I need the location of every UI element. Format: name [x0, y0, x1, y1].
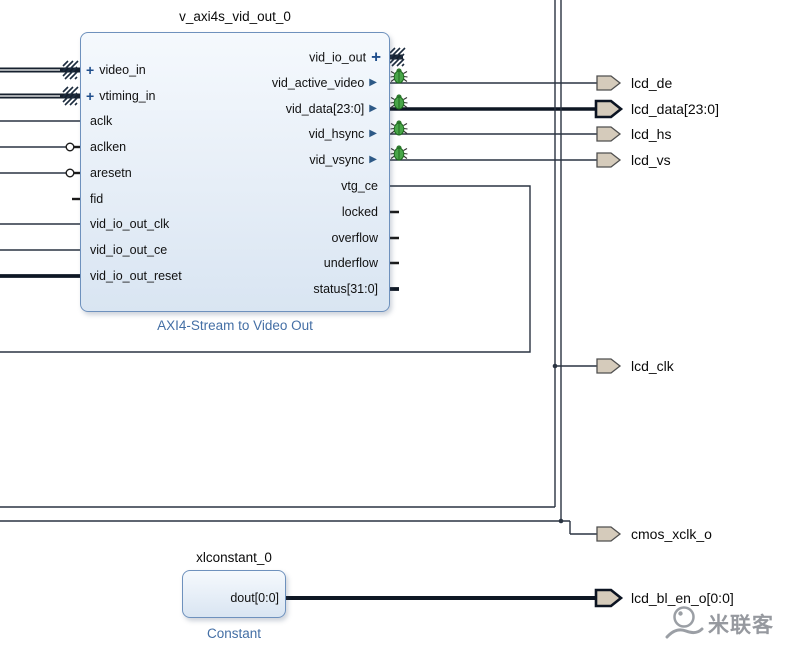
pin-vtiming-in[interactable]: + vtiming_in — [86, 89, 155, 103]
pin-dout[interactable]: dout[0:0] — [230, 591, 279, 605]
output-arrow-icon: ▶ — [369, 77, 377, 88]
output-arrow-icon: ▶ — [369, 128, 377, 139]
pin-vid-hsync[interactable]: vid_hsync ▶ — [309, 127, 377, 141]
ip-block-xlconstant[interactable] — [182, 570, 286, 618]
expand-plus-icon[interactable]: + — [86, 88, 95, 104]
constant-block-type-label: Constant — [206, 626, 262, 641]
net-junction-dot — [558, 518, 564, 524]
pin-vid-data[interactable]: vid_data[23:0] ▶ — [286, 102, 377, 116]
main-block-instance-name[interactable]: v_axi4s_vid_out_0 — [179, 9, 291, 24]
pin-overflow[interactable]: overflow — [331, 231, 378, 245]
pin-label-vid-io-out-reset: vid_io_out_reset — [90, 269, 182, 283]
expand-plus-icon[interactable]: + — [86, 62, 95, 78]
external-port-lcd-bl-en-o[interactable] — [594, 588, 624, 608]
debug-bug-icon — [389, 67, 409, 84]
pin-vid-active-video[interactable]: vid_active_video ▶ — [272, 76, 377, 90]
pin-label-underflow: underflow — [323, 256, 378, 270]
pin-label-status: status[31:0] — [313, 282, 378, 296]
pin-aclk[interactable]: aclk — [90, 114, 112, 128]
external-port-lcd-vs[interactable] — [596, 152, 622, 168]
ip-block-v-axi4s-vid-out[interactable] — [80, 32, 390, 312]
external-port-lcd-de[interactable] — [596, 75, 622, 91]
constant-block-instance-name[interactable]: xlconstant_0 — [196, 550, 272, 565]
external-port-label-lcd-vs[interactable]: lcd_vs — [631, 152, 671, 168]
pin-label-vid-active-video: vid_active_video — [271, 76, 365, 90]
net-cmos-xclk[interactable] — [0, 0, 597, 535]
external-port-label-lcd-de[interactable]: lcd_de — [631, 75, 673, 91]
pin-vtg-ce[interactable]: vtg_ce — [341, 179, 378, 193]
pin-label-aclk: aclk — [90, 114, 113, 128]
net-junction-dot — [552, 363, 558, 369]
external-port-label-cmos-xclk-o[interactable]: cmos_xclk_o — [631, 526, 712, 542]
pin-fid[interactable]: fid — [90, 192, 103, 206]
pin-aresetn[interactable]: aresetn — [90, 166, 132, 180]
net-lcd-clk[interactable] — [0, 0, 597, 508]
pin-locked[interactable]: locked — [342, 205, 378, 219]
expand-plus-icon[interactable]: + — [371, 47, 381, 67]
pin-label-overflow: overflow — [331, 231, 378, 245]
pin-circle-aclken — [65, 142, 75, 152]
pin-label-vid-data: vid_data[23:0] — [285, 102, 365, 116]
external-port-label-lcd-data[interactable]: lcd_data[23:0] — [631, 101, 719, 117]
pin-circle-aresetn — [65, 168, 75, 178]
net-vtg-ce[interactable] — [0, 185, 531, 353]
pin-vid-io-out-reset[interactable]: vid_io_out_reset — [90, 269, 182, 283]
pin-label-dout: dout[0:0] — [230, 591, 279, 605]
pin-aclken[interactable]: aclken — [90, 140, 126, 154]
watermark-text: 米联客 — [708, 614, 774, 637]
pin-vid-io-out-clk[interactable]: vid_io_out_clk — [90, 217, 169, 231]
pin-label-vid-vsync: vid_vsync — [309, 153, 365, 167]
net-aclken[interactable] — [0, 142, 80, 152]
pin-vid-vsync[interactable]: vid_vsync ▶ — [309, 153, 377, 167]
pin-label-vid-io-out-ce: vid_io_out_ce — [90, 243, 168, 257]
pin-video-in[interactable]: + video_in — [86, 63, 146, 77]
external-port-label-lcd-bl-en-o[interactable]: lcd_bl_en_o[0:0] — [631, 590, 734, 606]
external-port-cmos-xclk-o[interactable] — [596, 526, 622, 542]
pin-label-vtiming-in: vtiming_in — [99, 89, 156, 103]
external-port-lcd-data[interactable] — [594, 99, 624, 119]
external-port-label-lcd-clk[interactable]: lcd_clk — [631, 358, 674, 374]
pin-label-aclken: aclken — [90, 140, 127, 154]
external-port-lcd-hs[interactable] — [596, 126, 622, 142]
external-port-label-lcd-hs[interactable]: lcd_hs — [631, 126, 672, 142]
pin-status[interactable]: status[31:0] — [313, 282, 378, 296]
pin-label-video-in: video_in — [99, 63, 146, 77]
pin-label-vid-io-out: vid_io_out — [309, 50, 367, 64]
pin-label-vtg-ce: vtg_ce — [341, 179, 378, 193]
watermark: 米联客 — [664, 602, 774, 646]
main-block-type-label: AXI4-Stream to Video Out — [157, 318, 313, 333]
debug-bug-icon — [389, 93, 409, 110]
pin-vid-io-out-ce[interactable]: vid_io_out_ce — [90, 243, 167, 257]
output-arrow-icon: ▶ — [369, 154, 377, 165]
pin-label-vid-hsync: vid_hsync — [308, 127, 365, 141]
debug-bug-icon — [389, 119, 409, 136]
pin-vid-io-out[interactable]: vid_io_out + — [309, 49, 381, 66]
watermark-logo-icon — [665, 606, 704, 639]
net-aresetn[interactable] — [0, 168, 80, 178]
external-port-lcd-clk[interactable] — [596, 358, 622, 374]
pin-stubs-unconnected[interactable] — [390, 210, 399, 265]
output-arrow-icon: ▶ — [369, 103, 377, 114]
pin-label-locked: locked — [341, 205, 378, 219]
debug-bug-icon — [389, 144, 409, 161]
pin-label-vid-io-out-clk: vid_io_out_clk — [90, 217, 170, 231]
pin-label-aresetn: aresetn — [90, 166, 132, 180]
pin-label-fid: fid — [90, 192, 104, 206]
pin-underflow[interactable]: underflow — [324, 256, 378, 270]
